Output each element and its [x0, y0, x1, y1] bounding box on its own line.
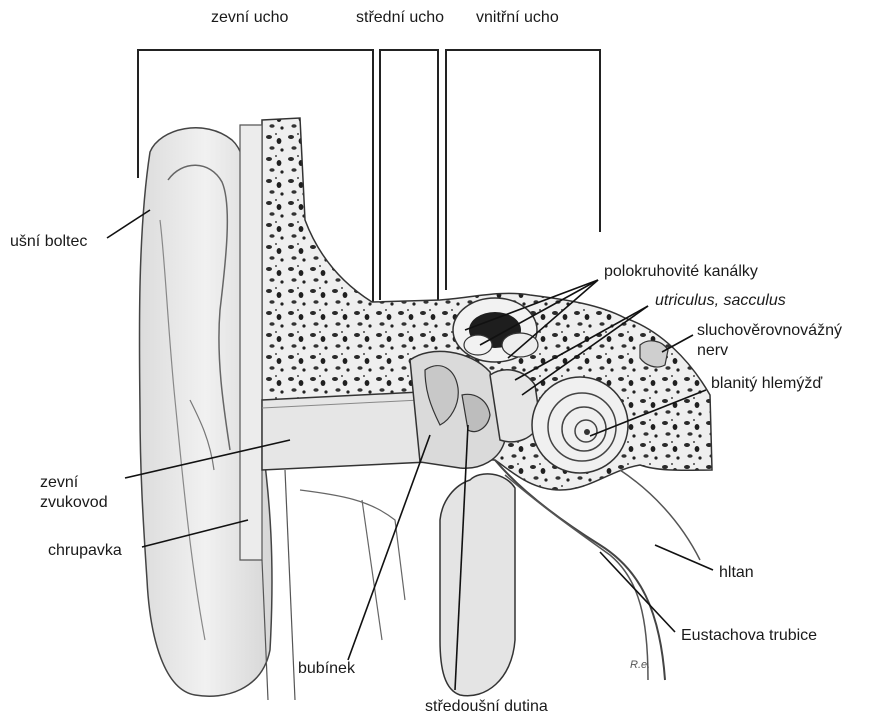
label-nerve-line1: sluchověrovnovážný [697, 321, 842, 340]
signature: R.e. [630, 659, 650, 671]
label-ear-canal-line1: zevní [40, 473, 78, 492]
label-outer-ear: zevní ucho [211, 8, 288, 27]
label-middle-ear: střední ucho [356, 8, 444, 27]
label-inner-ear: vnitřní ucho [476, 8, 559, 27]
label-pharynx: hltan [719, 563, 754, 582]
ear-canal-shape [262, 392, 428, 470]
label-eustachian-tube: Eustachova trubice [681, 626, 817, 645]
label-tympanic-cavity: středoušní dutina [425, 697, 548, 716]
label-semicircular-canals: polokruhovité kanálky [604, 262, 758, 281]
cochlea-shape [532, 377, 628, 473]
label-ear-canal-line2: zvukovod [40, 493, 108, 512]
label-cartilage: chrupavka [48, 541, 122, 560]
label-utriculus: utriculus, sacculus [655, 291, 786, 310]
label-cochlea: blanitý hlemýžď [711, 374, 822, 393]
label-auricle: ušní boltec [10, 232, 87, 251]
label-nerve-line2: nerv [697, 341, 728, 360]
label-eardrum: bubínek [298, 659, 355, 678]
nerve-shape [640, 341, 668, 367]
